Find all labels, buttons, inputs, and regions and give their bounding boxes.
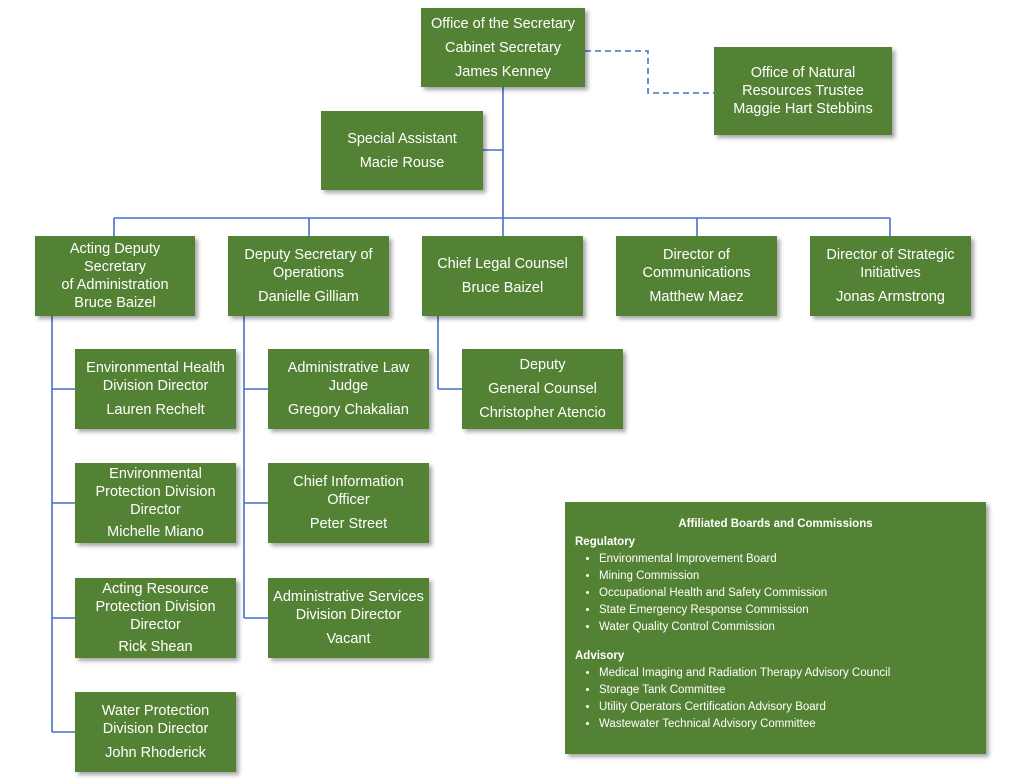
admin-law-box: Administrative Law Judge Gregory Chakali…	[268, 349, 429, 429]
regulatory-item: State Emergency Response Commission	[599, 602, 976, 619]
special-assistant-name: Macie Rouse	[359, 154, 445, 171]
deputy-admin-box: Acting Deputy Secretary of Administratio…	[35, 236, 195, 316]
trustee-name: Maggie Hart Stebbins	[733, 101, 873, 117]
env-health-line1: Environmental Health	[86, 360, 225, 376]
deputy-admin-name: Bruce Baizel	[74, 295, 156, 311]
trustee-box: Office of Natural Resources Trustee Magg…	[714, 47, 892, 135]
secretary-title: Cabinet Secretary	[444, 39, 562, 56]
advisory-list: Medical Imaging and Radiation Therapy Ad…	[575, 665, 976, 733]
strategic-box: Director of Strategic Initiatives Jonas …	[810, 236, 971, 316]
advisory-item: Utility Operators Certification Advisory…	[599, 699, 976, 716]
trustee-line1: Office of Natural	[750, 65, 856, 81]
deputy-counsel-line2: General Counsel	[488, 381, 597, 397]
strategic-name: Jonas Armstrong	[836, 289, 945, 305]
cio-box: Chief Information Officer Peter Street	[268, 463, 429, 543]
advisory-item: Wastewater Technical Advisory Committee	[599, 716, 976, 733]
water-protection-line2: Division Director	[102, 721, 209, 737]
regulatory-list: Environmental Improvement Board Mining C…	[575, 551, 976, 636]
advisory-item: Storage Tank Committee	[599, 682, 976, 699]
communications-box: Director of Communications Matthew Maez	[616, 236, 777, 316]
deputy-ops-name: Danielle Gilliam	[258, 289, 359, 305]
strategic-line2: Initiatives	[860, 265, 921, 281]
resource-protection-line2: Protection Division	[95, 599, 216, 615]
regulatory-item: Water Quality Control Commission	[599, 619, 976, 636]
communications-line2: Communications	[642, 265, 751, 281]
deputy-counsel-box: Deputy General Counsel Christopher Atenc…	[462, 349, 623, 429]
resource-protection-box: Acting Resource Protection Division Dire…	[75, 578, 236, 658]
regulatory-heading: Regulatory	[575, 536, 636, 548]
secretary-box: Office of the Secretary Cabinet Secretar…	[421, 8, 585, 87]
water-protection-box: Water Protection Division Director John …	[75, 692, 236, 772]
deputy-ops-line1: Deputy Secretary of	[244, 247, 373, 263]
secretary-office: Office of the Secretary	[431, 15, 575, 32]
deputy-admin-line1: Acting Deputy Secretary	[69, 241, 161, 275]
special-assistant-title: Special Assistant	[347, 130, 457, 147]
env-protection-line2: Protection Division	[95, 484, 216, 500]
admin-services-line1: Administrative Services	[273, 589, 424, 605]
resource-protection-line1: Acting Resource	[102, 581, 209, 597]
deputy-counsel-line1: Deputy	[519, 357, 566, 373]
deputy-admin-line2: of Administration	[61, 277, 169, 293]
cio-line2: Officer	[327, 492, 370, 508]
communications-line1: Director of	[663, 247, 730, 263]
strategic-line1: Director of Strategic	[826, 247, 955, 263]
special-assistant-box: Special Assistant Macie Rouse	[321, 111, 483, 190]
deputy-ops-box: Deputy Secretary of Operations Danielle …	[228, 236, 389, 316]
admin-law-line1: Administrative Law	[287, 360, 410, 376]
resource-protection-line3: Director	[130, 617, 181, 633]
secretary-name: James Kenney	[455, 63, 551, 80]
env-health-name: Lauren Rechelt	[106, 402, 205, 418]
advisory-item: Medical Imaging and Radiation Therapy Ad…	[599, 665, 976, 682]
affiliated-boards-panel: Affiliated Boards and Commissions Regula…	[565, 502, 986, 754]
cio-name: Peter Street	[309, 516, 388, 532]
deputy-ops-line2: Operations	[273, 265, 344, 281]
env-health-box: Environmental Health Division Director L…	[75, 349, 236, 429]
communications-name: Matthew Maez	[649, 289, 744, 305]
legal-box: Chief Legal Counsel Bruce Baizel	[422, 236, 583, 316]
env-protection-line3: Director	[130, 502, 181, 518]
water-protection-line1: Water Protection	[101, 703, 210, 719]
regulatory-item: Mining Commission	[599, 568, 976, 585]
trustee-line2: Resources Trustee	[742, 83, 864, 99]
resource-protection-name: Rick Shean	[118, 639, 193, 655]
advisory-heading: Advisory	[575, 650, 625, 662]
admin-services-name: Vacant	[326, 631, 371, 647]
admin-services-line2: Division Director	[295, 607, 402, 623]
admin-services-box: Administrative Services Division Directo…	[268, 578, 429, 658]
env-protection-line1: Environmental	[109, 466, 202, 482]
env-health-line2: Division Director	[102, 378, 209, 394]
admin-law-name: Gregory Chakalian	[288, 402, 409, 418]
boards-title: Affiliated Boards and Commissions	[678, 518, 873, 530]
admin-law-line2: Judge	[328, 378, 369, 394]
deputy-counsel-name: Christopher Atencio	[479, 405, 606, 421]
legal-title: Chief Legal Counsel	[437, 256, 568, 272]
water-protection-name: John Rhoderick	[105, 745, 206, 761]
regulatory-item: Occupational Health and Safety Commissio…	[599, 585, 976, 602]
regulatory-item: Environmental Improvement Board	[599, 551, 976, 568]
cio-line1: Chief Information	[293, 474, 404, 490]
legal-name: Bruce Baizel	[461, 280, 544, 296]
env-protection-name: Michelle Miano	[107, 524, 204, 540]
env-protection-box: Environmental Protection Division Direct…	[75, 463, 236, 543]
